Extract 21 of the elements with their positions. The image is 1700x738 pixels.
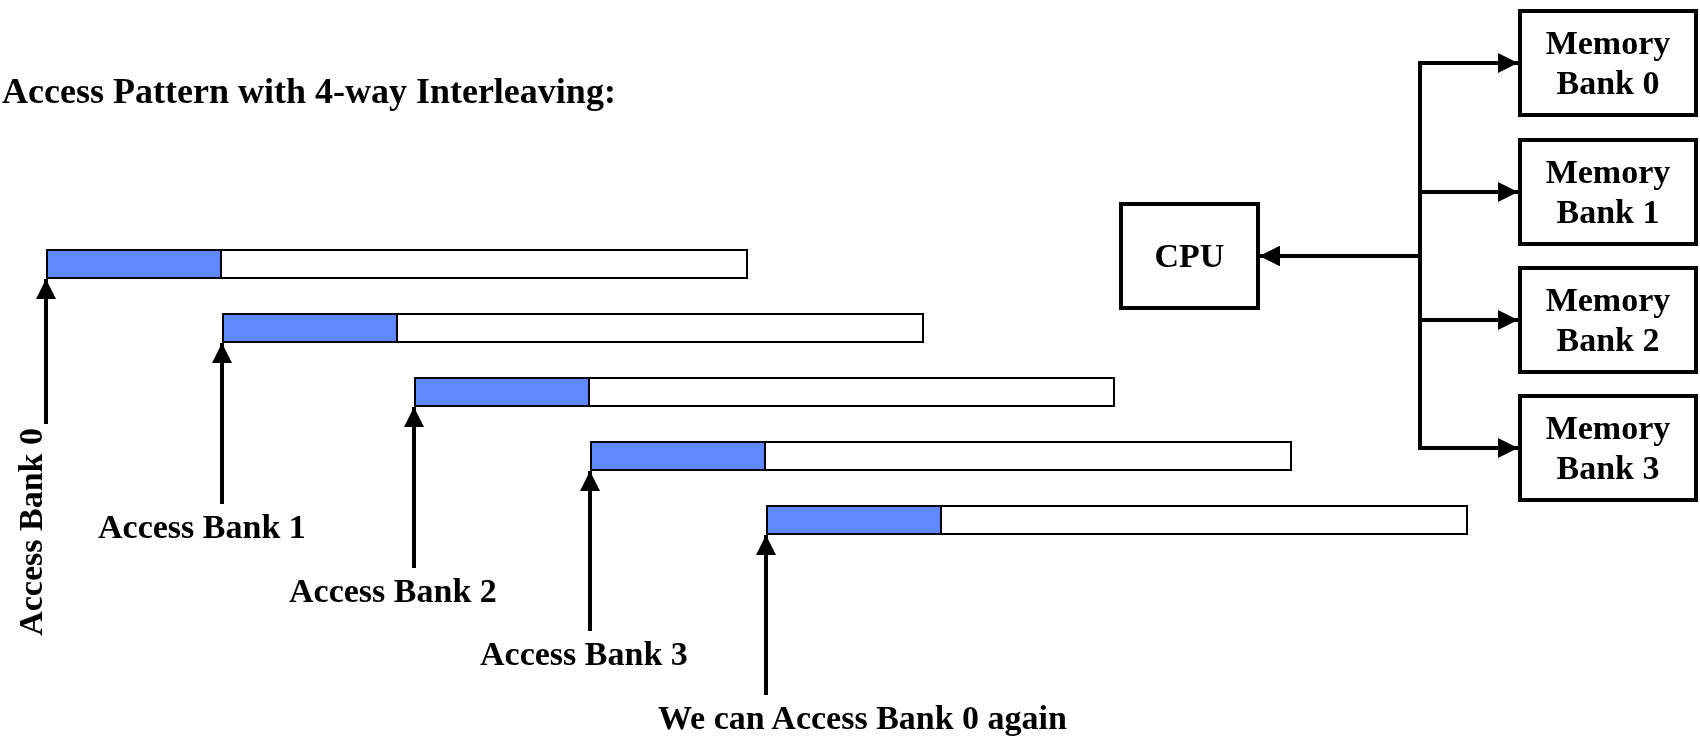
- arrow: [404, 407, 424, 568]
- memory-bank-box: Memory Bank 2: [1518, 266, 1698, 374]
- arrow: [212, 343, 232, 504]
- timing-bar: [766, 505, 1468, 535]
- arrow: [36, 279, 56, 424]
- access-label: Access Bank 1: [98, 508, 360, 546]
- cpu-box: CPU: [1119, 202, 1260, 310]
- access-label: Access Bank 3: [480, 635, 742, 673]
- arrow: [580, 471, 600, 631]
- memory-bank-box: Memory Bank 1: [1518, 138, 1698, 246]
- access-label: Access Bank 0: [12, 428, 50, 690]
- timing-bar: [590, 441, 1292, 471]
- timing-bar: [414, 377, 1115, 407]
- arrow: [756, 535, 776, 695]
- memory-bank-box: Memory Bank 0: [1518, 9, 1698, 117]
- diagram-title: Access Pattern with 4-way Interleaving:: [2, 70, 616, 112]
- memory-bank-box: Memory Bank 3: [1518, 394, 1698, 502]
- timing-bar: [46, 249, 748, 279]
- access-label: We can Access Bank 0 again: [658, 699, 1170, 737]
- access-label: Access Bank 2: [289, 572, 551, 610]
- timing-bar: [222, 313, 924, 343]
